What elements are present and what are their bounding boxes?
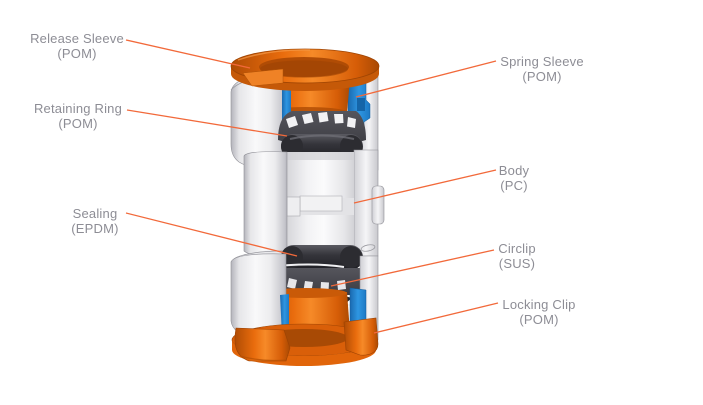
part-name: Retaining Ring bbox=[33, 101, 123, 116]
part-material: (POM) bbox=[522, 69, 562, 84]
label-release-sleeve: Release Sleeve (POM) bbox=[12, 31, 142, 61]
label-locking-clip: Locking Clip (POM) bbox=[474, 297, 604, 327]
part-name: Locking Clip bbox=[502, 297, 576, 312]
part-name: Sealing bbox=[72, 206, 118, 221]
label-circlip: Circlip (SUS) bbox=[452, 241, 582, 271]
leader-lines bbox=[125, 39, 499, 334]
label-body: Body (PC) bbox=[449, 163, 579, 193]
part-material: (POM) bbox=[58, 116, 98, 131]
release-sleeve-top-ring bbox=[230, 48, 380, 91]
leader-release-sleeve bbox=[125, 39, 251, 69]
label-retaining-ring: Retaining Ring (POM) bbox=[13, 101, 143, 131]
leader-sealing bbox=[125, 212, 298, 257]
locking-clip-base-ring bbox=[231, 317, 379, 366]
retaining-ring-part bbox=[278, 111, 366, 159]
body-part bbox=[243, 149, 385, 258]
part-name: Body bbox=[498, 163, 530, 178]
sealing-part bbox=[267, 245, 363, 270]
leader-retaining-ring bbox=[126, 109, 288, 137]
leader-body bbox=[353, 169, 497, 204]
part-material: (POM) bbox=[519, 312, 559, 327]
part-material: (EPDM) bbox=[71, 221, 119, 236]
part-material: (SUS) bbox=[498, 256, 536, 271]
part-name: Release Sleeve bbox=[30, 31, 124, 46]
part-material: (POM) bbox=[57, 46, 97, 61]
part-material: (PC) bbox=[500, 178, 528, 193]
part-name: Circlip bbox=[498, 241, 536, 256]
label-sealing: Sealing (EPDM) bbox=[30, 206, 160, 236]
part-name: Spring Sleeve bbox=[500, 54, 584, 69]
leader-spring-sleeve bbox=[355, 60, 497, 98]
leader-locking-clip bbox=[373, 302, 499, 334]
leader-circlip bbox=[330, 249, 495, 287]
label-spring-sleeve: Spring Sleeve (POM) bbox=[477, 54, 607, 84]
